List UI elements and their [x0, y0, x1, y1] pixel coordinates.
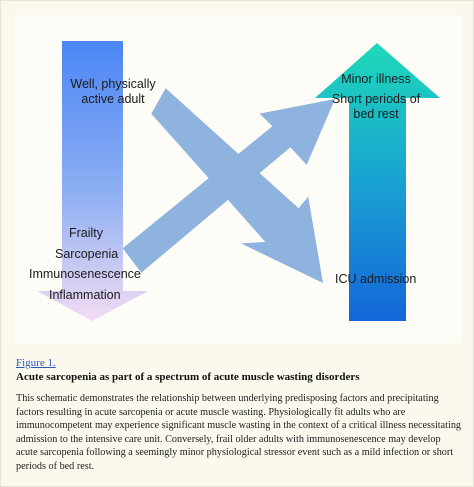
down-arrow	[37, 41, 148, 321]
label-icu-admission: ICU admission	[335, 272, 417, 286]
label-minor-illness: Minor illness	[341, 72, 411, 86]
figure-description: This schematic demonstrates the relation…	[16, 393, 462, 472]
schematic-diagram	[37, 41, 440, 321]
label-well-active-adult: Well, physically active adult	[70, 77, 156, 106]
label-short-periods-bed-rest: Short periods of bed rest	[331, 92, 421, 121]
figure-title: Acute sarcopenia as part of a spectrum o…	[16, 371, 360, 383]
up-arrow	[315, 43, 440, 321]
schematic-figure: Well, physically active adult Frailty Sa…	[15, 15, 461, 343]
label-immunosenescence: Immunosenescence	[29, 267, 141, 281]
label-frailty: Frailty	[69, 226, 104, 240]
figure-link[interactable]: Figure 1.	[16, 357, 56, 369]
figure-caption: Figure 1. Acute sarcopenia as part of a …	[16, 357, 462, 473]
label-inflammation: Inflammation	[49, 288, 121, 302]
label-sarcopenia: Sarcopenia	[55, 247, 119, 261]
cross-arrow-up-right	[122, 99, 335, 273]
